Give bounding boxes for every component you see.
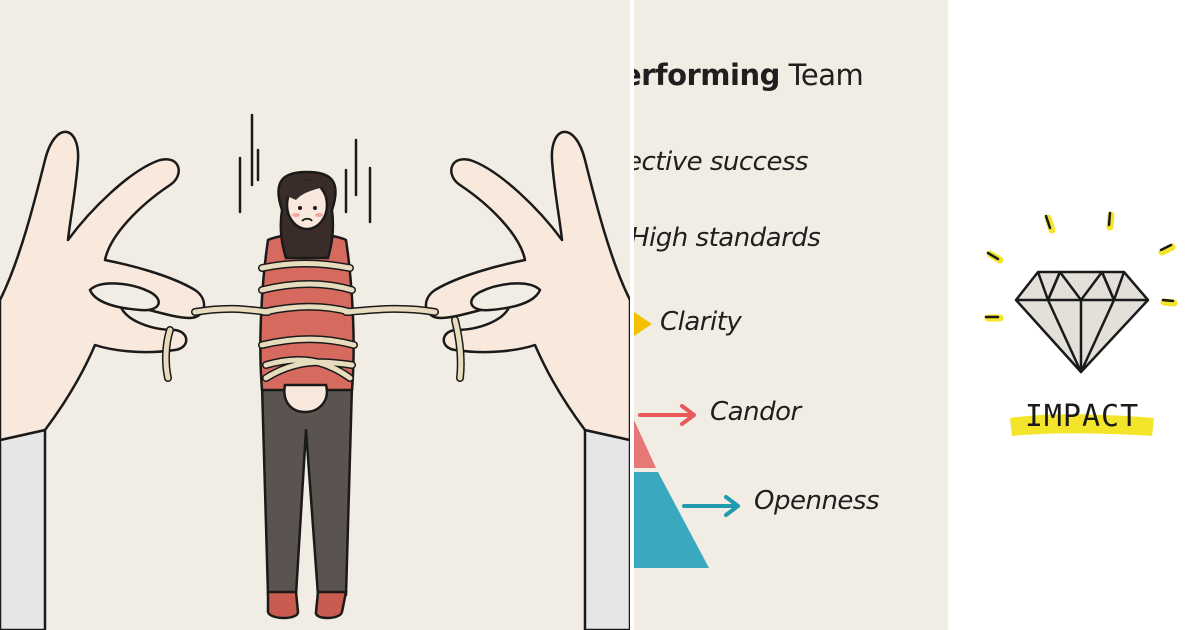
right-finger-loop	[470, 282, 542, 312]
slide-panel: erforming Team ective success High stand…	[634, 0, 948, 630]
clarity-arrow-icon	[634, 312, 652, 336]
right-shoe	[314, 590, 348, 620]
rope	[161, 259, 465, 382]
impact-highlight	[1010, 414, 1154, 436]
panel-divider	[630, 0, 634, 630]
right-blush	[315, 213, 323, 217]
person-mouth	[301, 217, 313, 222]
pyramid-top-tier	[634, 420, 656, 468]
clasped-hands	[283, 383, 329, 414]
impact-sketch: IMPACT	[984, 211, 1178, 436]
list-item-collective-success: ective success	[634, 147, 809, 177]
impact-panel: IMPACT	[948, 0, 1200, 630]
list-item-high-standards: High standards	[634, 223, 821, 253]
list-item-clarity: Clarity	[660, 307, 742, 337]
openness-arrow-icon	[682, 495, 740, 517]
diamond-icon	[1014, 270, 1150, 374]
person-right-eye	[313, 206, 317, 210]
stress-lines	[238, 113, 372, 224]
trust-pyramid	[634, 420, 709, 568]
tied-up-illustration-panel	[0, 0, 630, 630]
slide-title-rest: Team	[779, 58, 864, 92]
left-shoe	[266, 590, 300, 620]
person-left-eye	[298, 206, 302, 210]
sparkle-lines	[984, 211, 1178, 322]
person-legs	[260, 383, 354, 597]
left-blush	[292, 213, 300, 217]
pyramid-bottom-tier	[634, 472, 709, 568]
list-item-candor: Candor	[710, 397, 801, 427]
slide-title: erforming Team	[634, 58, 864, 92]
right-sleeve	[583, 428, 630, 630]
tied-person-illustration	[0, 113, 630, 630]
impact-label: IMPACT	[1025, 399, 1139, 434]
person-bangs	[287, 180, 324, 200]
list-item-openness: Openness	[754, 486, 880, 516]
slide-title-bold: erforming	[634, 58, 780, 92]
left-sleeve	[0, 428, 47, 630]
left-finger-loop	[88, 282, 160, 312]
candor-arrow-icon	[638, 404, 696, 426]
